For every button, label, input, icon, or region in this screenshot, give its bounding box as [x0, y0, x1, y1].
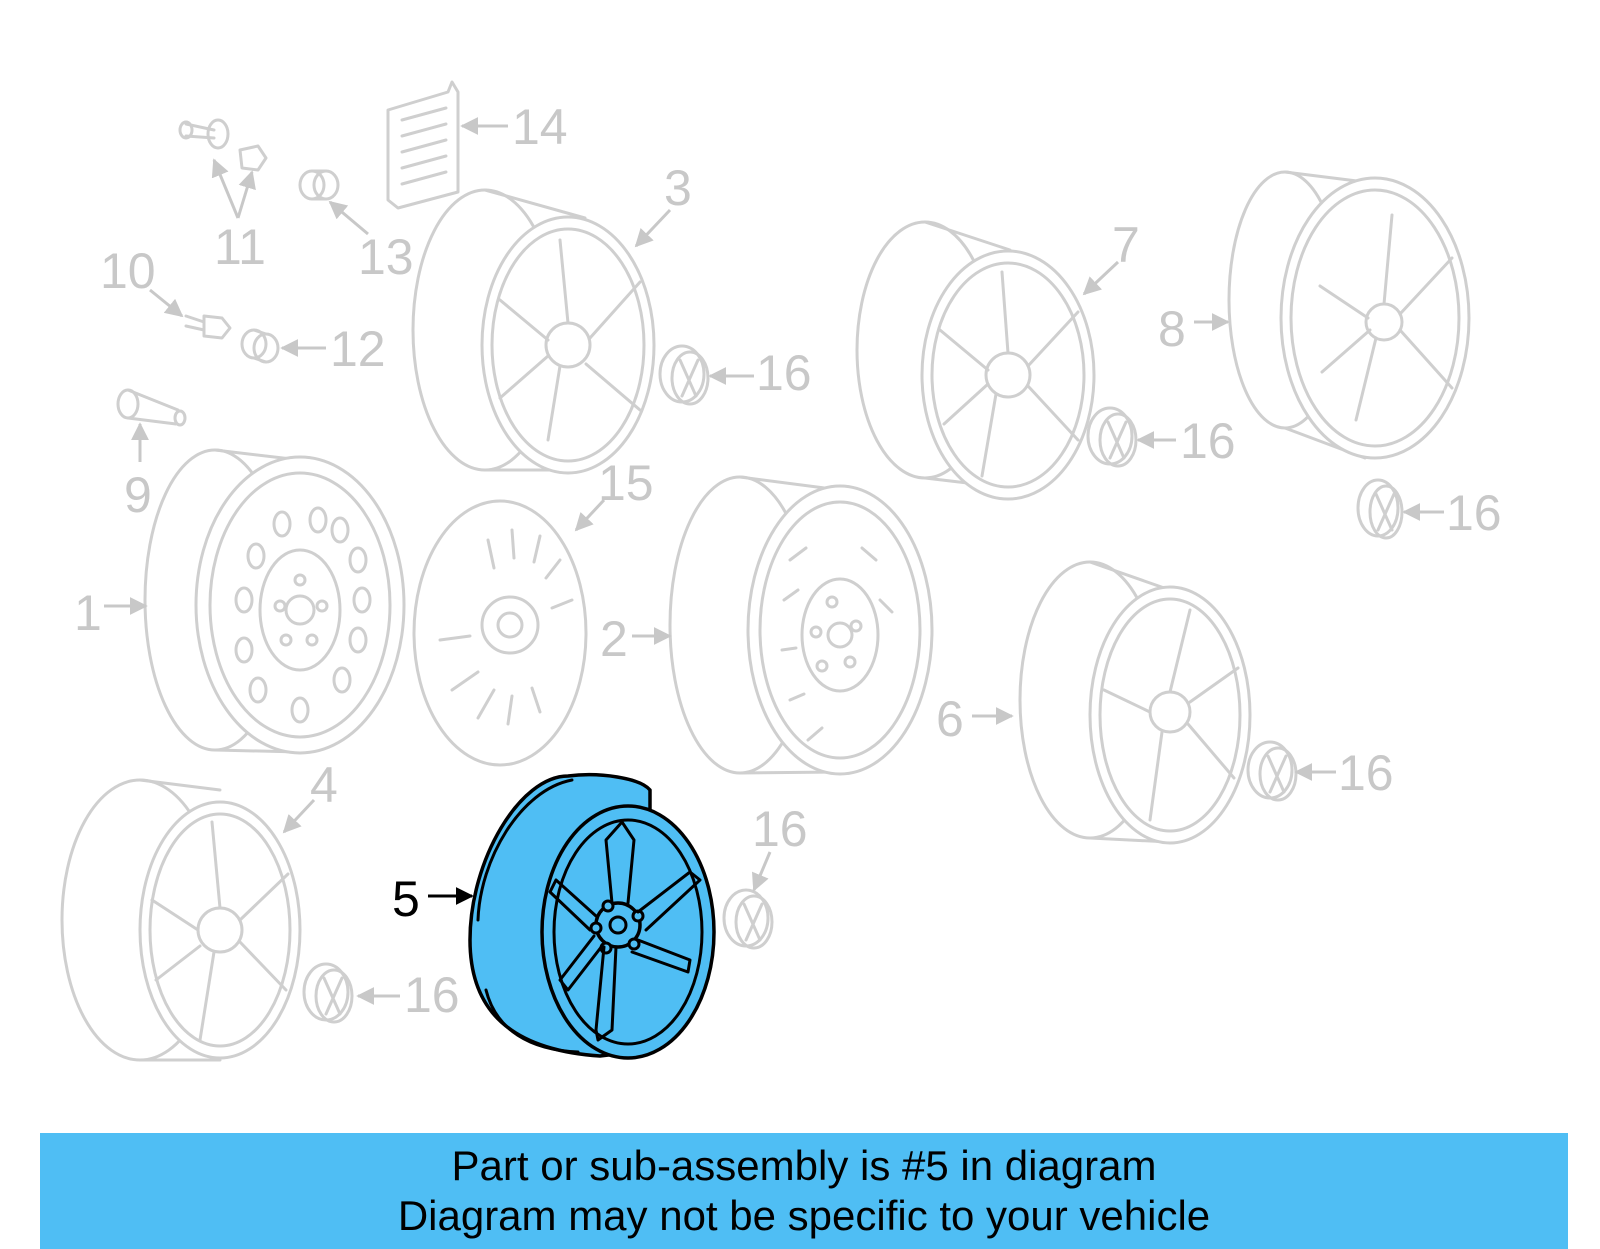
- part-16-center-cap[interactable]: [1086, 406, 1138, 468]
- part-2-steel-wheel[interactable]: [668, 475, 934, 776]
- part-9-valve-stem[interactable]: [116, 388, 187, 427]
- part-11-wheel-bolt[interactable]: [178, 118, 268, 172]
- callout-16: 16: [752, 801, 808, 857]
- callout-16: 16: [1180, 413, 1236, 469]
- callout-13: 13: [358, 229, 414, 285]
- part-12-lug-nut[interactable]: [240, 328, 280, 364]
- callout-16: 16: [756, 345, 812, 401]
- part-16-center-cap[interactable]: [658, 344, 710, 406]
- part-16-center-cap[interactable]: [302, 962, 354, 1024]
- part-4-alloy-wheel[interactable]: [60, 778, 302, 1062]
- callout-6: 6: [936, 691, 964, 747]
- info-banner: Part or sub-assembly is #5 in diagram Di…: [40, 1133, 1568, 1249]
- part-5-alloy-wheel-highlighted[interactable]: [468, 773, 716, 1060]
- part-15-wheel-cover[interactable]: [412, 499, 588, 767]
- part-13-nut[interactable]: [298, 169, 340, 201]
- callout-8: 8: [1158, 301, 1186, 357]
- callout-12: 12: [330, 321, 386, 377]
- callout-2: 2: [600, 611, 628, 667]
- callout-16: 16: [1446, 485, 1502, 541]
- leader-arrows: [104, 117, 1444, 1005]
- part-7-alloy-wheel[interactable]: [855, 220, 1096, 501]
- callout-9: 9: [124, 467, 152, 523]
- callout-1: 1: [74, 585, 102, 641]
- part-16-center-cap[interactable]: [1246, 740, 1298, 802]
- callout-11: 11: [214, 219, 266, 275]
- callout-16: 16: [1338, 745, 1394, 801]
- callout-3: 3: [664, 160, 692, 216]
- callout-4: 4: [310, 757, 338, 813]
- part-6-alloy-wheel[interactable]: [1018, 560, 1252, 845]
- banner-line-2: Diagram may not be specific to your vehi…: [397, 1192, 1211, 1239]
- banner-line-1: Part or sub-assembly is #5 in diagram: [451, 1142, 1157, 1189]
- part-16-center-cap[interactable]: [1356, 478, 1404, 540]
- part-14-label-sticker[interactable]: [386, 80, 460, 210]
- part-10-lug-bolt[interactable]: [184, 314, 232, 340]
- callout-7: 7: [1112, 217, 1140, 273]
- callout-10: 10: [100, 243, 156, 299]
- part-8-alloy-wheel[interactable]: [1227, 170, 1471, 460]
- callout-16: 16: [404, 967, 460, 1023]
- part-16-center-cap[interactable]: [722, 888, 774, 950]
- part-1-steel-wheel[interactable]: [143, 448, 406, 755]
- callout-15: 15: [598, 455, 654, 511]
- callout-14: 14: [512, 99, 568, 155]
- callout-5-highlighted: 5: [392, 871, 420, 927]
- part-3-alloy-wheel[interactable]: [411, 188, 656, 475]
